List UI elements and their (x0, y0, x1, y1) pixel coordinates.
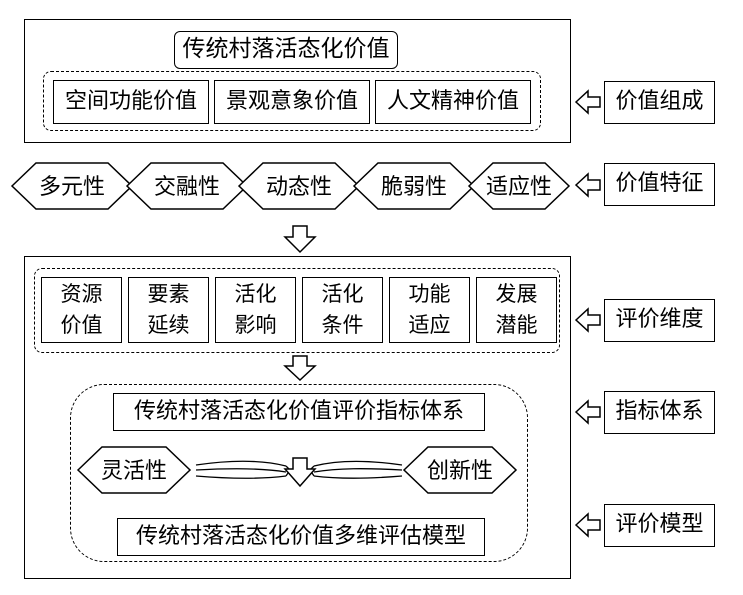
side-label-characteristics: 价值特征 (604, 163, 715, 206)
down-arrow-icon (283, 457, 317, 488)
down-arrow-icon (283, 225, 317, 254)
svg-text:多元性: 多元性 (39, 175, 105, 200)
svg-text:交融性: 交融性 (154, 175, 220, 200)
side-label-composition: 价值组成 (604, 81, 715, 124)
dimension-element-continuity: 要素 延续 (128, 277, 209, 343)
left-arrow-icon (574, 172, 601, 198)
side-label-index-system: 指标体系 (604, 391, 715, 434)
dimension-resource-value: 资源 价值 (41, 277, 122, 343)
left-arrow-icon (574, 512, 601, 538)
value-item-humanistic-spirit: 人文精神价值 (375, 80, 531, 124)
characteristic-diverse: 多元性 (10, 162, 134, 210)
left-arrow-icon (574, 89, 601, 115)
svg-text:脆弱性: 脆弱性 (381, 175, 447, 200)
value-item-space-function: 空间功能价值 (53, 80, 209, 124)
svg-text:灵活性: 灵活性 (101, 459, 167, 484)
side-label-dimensions: 评价维度 (604, 299, 715, 342)
value-item-landscape-imagery: 景观意象价值 (214, 80, 370, 124)
svg-text:创新性: 创新性 (427, 459, 493, 484)
model-group (70, 384, 528, 562)
dimension-development-potential: 发展 潜能 (476, 277, 557, 343)
dimension-activation-impact: 活化 影响 (215, 277, 296, 343)
dimension-activation-conditions: 活化 条件 (302, 277, 383, 343)
dimensions-group (34, 268, 560, 353)
dimension-function-adaptation: 功能 适应 (389, 277, 470, 343)
model-flexibility: 灵活性 (76, 446, 192, 494)
left-arrow-icon (574, 399, 601, 425)
characteristic-integrated: 交融性 (125, 162, 249, 210)
convergence-arrow-left (195, 460, 291, 479)
down-arrow-icon (283, 355, 317, 382)
model-box: 传统村落活态化价值多维评估模型 (117, 518, 485, 556)
characteristic-fragile: 脆弱性 (352, 162, 476, 210)
side-label-model: 评价模型 (604, 504, 715, 547)
left-arrow-icon (574, 307, 601, 333)
svg-text:适应性: 适应性 (486, 175, 552, 200)
characteristic-dynamic: 动态性 (237, 162, 361, 210)
index-system-box: 传统村落活态化价值评价指标体系 (113, 393, 485, 431)
value-composition-title: 传统村落活态化价值 (174, 31, 398, 69)
svg-text:动态性: 动态性 (266, 175, 332, 200)
convergence-arrow-right (309, 460, 403, 479)
model-innovation: 创新性 (402, 446, 518, 494)
characteristic-adaptive: 适应性 (467, 162, 571, 210)
value-items-group (43, 71, 541, 131)
